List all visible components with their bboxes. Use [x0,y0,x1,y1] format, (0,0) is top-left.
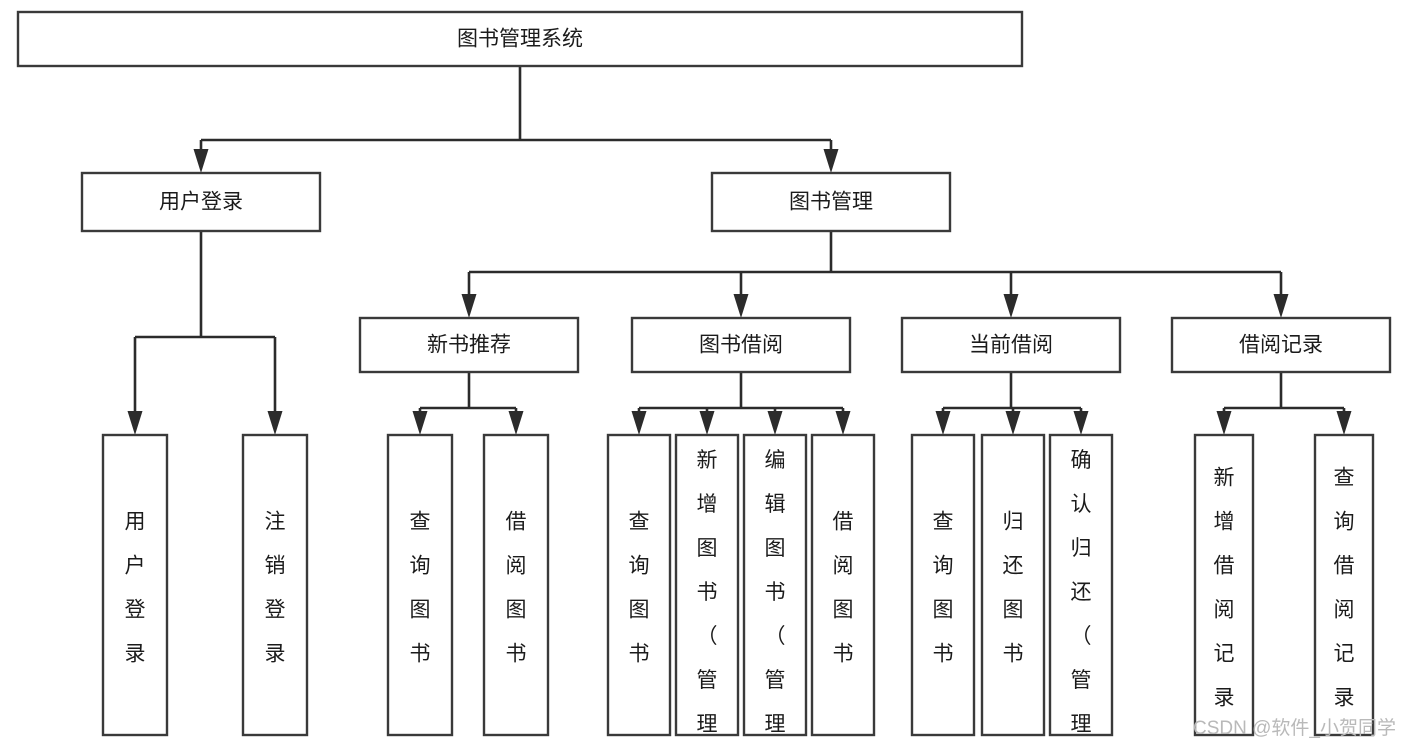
edge-borrow-records-to-leaf-query-record-arrowhead [1336,411,1352,435]
edge-bm-to-current-borrow-arrowhead [1003,294,1019,318]
node-leaf-borrow-book-nbr-box[interactable] [482,433,550,737]
node-leaf-borrow-book-nbr-label: 借阅图书 [506,511,527,666]
node-leaf-query-book-nbr-box[interactable] [386,433,454,737]
node-new-book-recommend-box[interactable] [358,316,580,374]
node-leaf-query-book-cb-label: 查询图书 [933,511,954,666]
edge-borrow-records-to-leaf-add-record-arrowhead [1216,411,1232,435]
root-node-box[interactable] [16,10,1024,68]
node-leaf-return-book-box[interactable] [980,433,1046,737]
edge-bm-to-book-borrow-arrowhead [733,294,749,318]
edge-new-book-recommend-to-leaf-query-book-nbr-arrowhead [412,411,428,435]
edge-current-borrow-to-leaf-confirm-return-arrowhead [1073,411,1089,435]
node-new-book-recommend-label: 新书推荐 [427,334,511,357]
node-leaf-query-book-bb-box[interactable] [606,433,672,737]
node-leaf-add-book-box[interactable] [674,433,740,737]
node-leaf-query-book-cb-box[interactable] [910,433,976,737]
root-node-label: 图书管理系统 [457,28,583,51]
node-book-borrow-box[interactable] [630,316,852,374]
edge-new-book-recommend-to-leaf-borrow-book-nbr-arrowhead [508,411,524,435]
node-user-login-box[interactable] [80,171,322,233]
node-leaf-query-book-bb-label: 查询图书 [629,511,650,666]
edge-book-borrow-to-leaf-query-book-bb-arrowhead [631,411,647,435]
node-leaf-edit-book-label: 编辑图书（管理员） [765,449,786,747]
node-leaf-add-record-box[interactable] [1193,433,1255,737]
node-book-management-label: 图书管理 [789,191,873,214]
edge-user-login-to-leaf-user-login-arrowhead [127,411,143,435]
node-leaf-borrow-book-bb-box[interactable] [810,433,876,737]
node-borrow-records-label: 借阅记录 [1239,334,1323,357]
edge-current-borrow-to-leaf-query-book-cb-arrowhead [935,411,951,435]
node-leaf-return-book-label: 归还图书 [1003,511,1024,666]
node-current-borrow-box[interactable] [900,316,1122,374]
node-leaf-logout-box[interactable] [241,433,309,737]
node-leaf-query-record-label: 查询借阅记录 [1334,467,1355,710]
node-leaf-query-record-box[interactable] [1313,433,1375,737]
node-leaf-logout-label: 注销登录 [265,511,286,666]
node-book-borrow-label: 图书借阅 [699,334,783,357]
edge-book-borrow-to-leaf-add-book-arrowhead [699,411,715,435]
edge-book-borrow-to-leaf-borrow-book-bb-arrowhead [835,411,851,435]
node-leaf-user-login-box[interactable] [101,433,169,737]
watermark-label: CSDN @软件_小贺同学 [1193,717,1396,739]
node-leaf-user-login-label: 用户登录 [125,511,146,666]
node-user-login-label: 用户登录 [159,191,243,214]
node-leaf-add-record-label: 新增借阅记录 [1214,467,1235,710]
edge-user-login-to-leaf-logout-arrowhead [267,411,283,435]
edge-bm-to-borrow-records-arrowhead [1273,294,1289,318]
connector-layer [127,66,1352,435]
node-leaf-confirm-return-label: 确认归还（管理员） [1071,449,1092,747]
node-current-borrow-label: 当前借阅 [969,334,1053,357]
node-leaf-borrow-book-bb-label: 借阅图书 [833,511,854,666]
node-leaf-confirm-return-box[interactable] [1048,433,1114,737]
edge-book-borrow-to-leaf-edit-book-arrowhead [767,411,783,435]
edge-root-to-book-management-arrowhead [823,149,839,173]
node-leaf-query-book-nbr-label: 查询图书 [410,511,431,666]
node-leaf-edit-book-box[interactable] [742,433,808,737]
node-book-management-box[interactable] [710,171,952,233]
edge-root-to-user-login-arrowhead [193,149,209,173]
edge-current-borrow-to-leaf-return-book-arrowhead [1005,411,1021,435]
edge-bm-to-new-book-recommend-arrowhead [461,294,477,318]
node-borrow-records-box[interactable] [1170,316,1392,374]
node-leaf-add-book-label: 新增图书（管理员） [697,449,718,747]
node-layer: 图书管理系统用户登录图书管理新书推荐图书借阅当前借阅借阅记录用户登录注销登录查询… [16,10,1392,747]
